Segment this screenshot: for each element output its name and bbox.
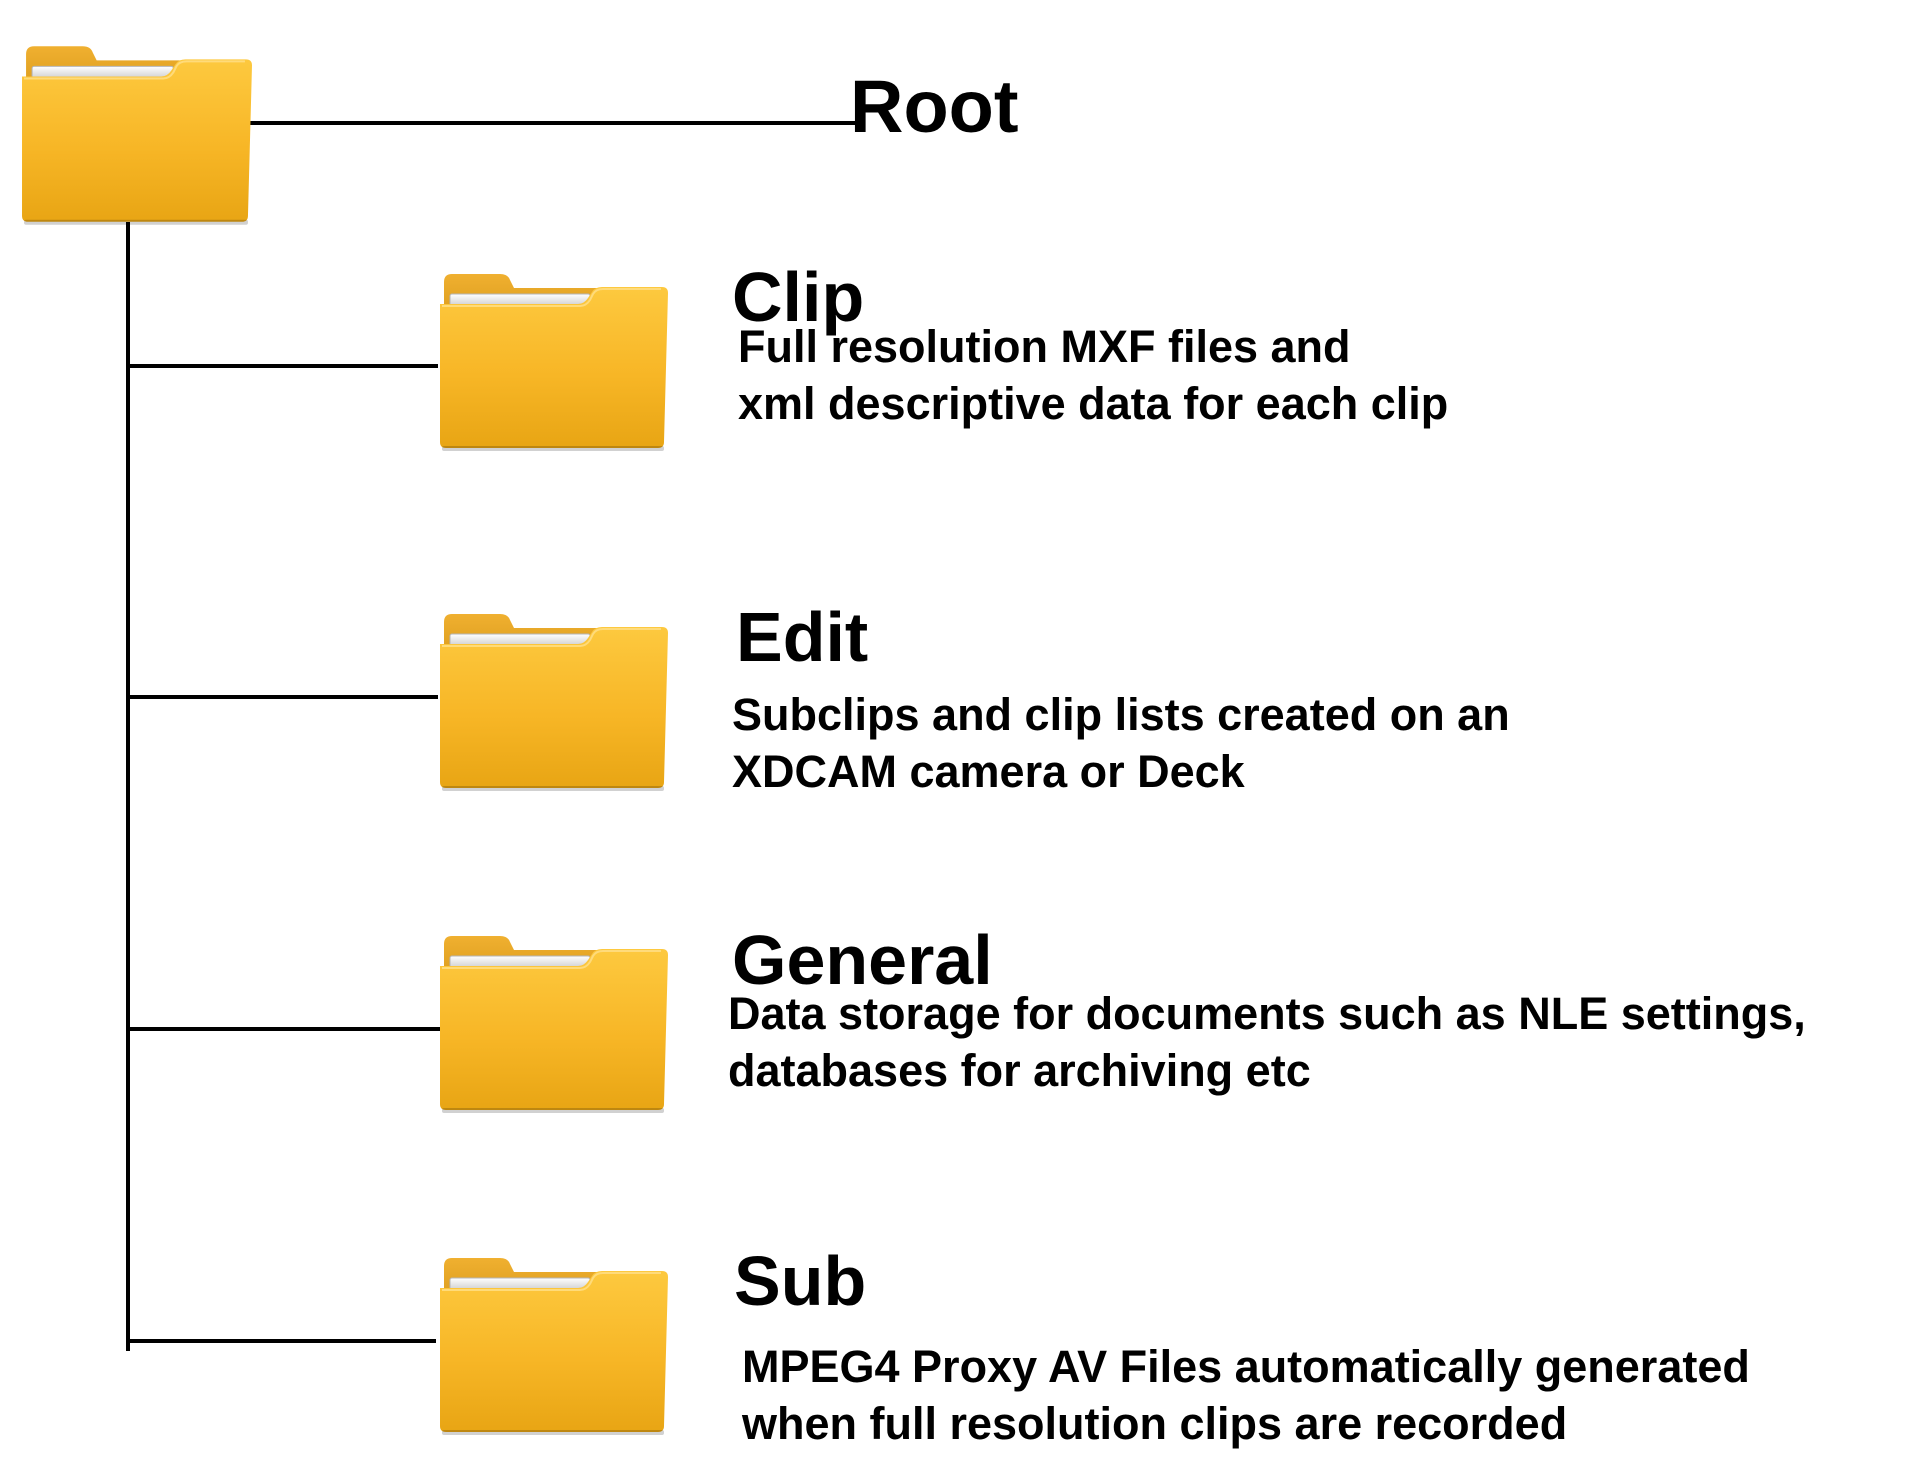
general-folder-description: Data storage for documents such as NLE s… (728, 985, 1806, 1099)
edit-folder-label: Edit (736, 598, 869, 676)
root-label: Root (850, 65, 1019, 148)
trunk-vertical-line (126, 222, 130, 1351)
sub-folder-icon (438, 1256, 668, 1436)
edit-folder-icon (438, 612, 668, 792)
root-folder-icon (20, 44, 252, 226)
sub-folder-label: Sub (734, 1242, 867, 1320)
clip-description-line-1: Full resolution MXF files and (738, 321, 1351, 372)
branch-line-sub (128, 1339, 436, 1343)
clip-folder-label: Clip (732, 258, 865, 336)
edit-folder-description: Subclips and clip lists created on an XD… (732, 686, 1510, 800)
clip-description-line-2: xml descriptive data for each clip (738, 378, 1449, 429)
clip-folder-icon (438, 272, 668, 452)
root-connector-line (246, 121, 856, 125)
branch-line-general (128, 1027, 440, 1031)
general-description-line-1: Data storage for documents such as NLE s… (728, 988, 1806, 1039)
sub-description-line-2: when full resolution clips are recorded (742, 1398, 1568, 1449)
branch-line-clip (128, 364, 438, 368)
general-description-line-2: databases for archiving etc (728, 1045, 1311, 1096)
branch-line-edit (128, 695, 438, 699)
clip-folder-description: Full resolution MXF files and xml descri… (738, 318, 1448, 432)
edit-description-line-2: XDCAM camera or Deck (732, 746, 1245, 797)
general-folder-label: General (732, 921, 993, 999)
sub-description-line-1: MPEG4 Proxy AV Files automatically gener… (742, 1341, 1750, 1392)
general-folder-icon (438, 934, 668, 1114)
sub-folder-description: MPEG4 Proxy AV Files automatically gener… (742, 1338, 1750, 1452)
edit-description-line-1: Subclips and clip lists created on an (732, 689, 1510, 740)
